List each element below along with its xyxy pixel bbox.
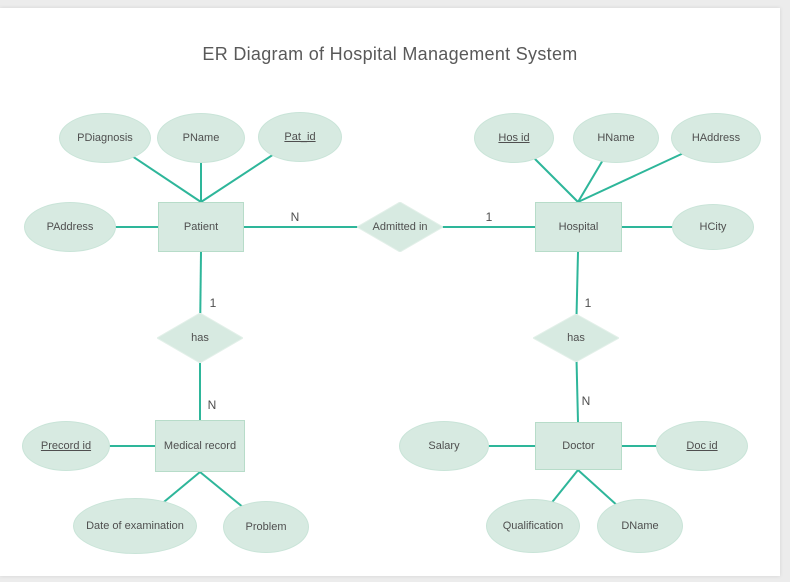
attribute-ellipse-doc-id[interactable]: Doc id <box>656 421 748 471</box>
attribute-label: PDiagnosis <box>77 131 133 144</box>
attribute-label: PName <box>182 131 220 144</box>
entity-rect-hospital[interactable]: Hospital <box>535 202 622 252</box>
attribute-ellipse-hname[interactable]: HName <box>573 113 659 163</box>
relationship-label: has <box>567 331 585 344</box>
attribute-ellipse-pname[interactable]: PName <box>157 113 245 163</box>
connector-layer <box>66 136 717 527</box>
attribute-label: HName <box>597 131 635 144</box>
attribute-label: Hos id <box>498 131 530 144</box>
attribute-ellipse-pdiagnosis[interactable]: PDiagnosis <box>59 113 151 163</box>
diamond-shape <box>357 202 443 252</box>
attribute-label: Precord id <box>40 439 92 452</box>
attribute-ellipse-dname[interactable]: DName <box>597 499 683 553</box>
diamond-shape <box>157 313 243 363</box>
attribute-ellipse-hos-id[interactable]: Hos id <box>474 113 554 163</box>
relationship-label: Admitted in <box>372 220 428 233</box>
attribute-label: Salary <box>428 439 460 452</box>
cardinality-label-admitted-hospital-1: 1 <box>485 210 493 224</box>
entity-rect-doctor[interactable]: Doctor <box>535 422 622 470</box>
attribute-ellipse-precord-id[interactable]: Precord id <box>22 421 110 471</box>
diamond-shape <box>533 314 619 362</box>
attribute-label: Date of examination <box>86 519 184 532</box>
attribute-ellipse-date-of-examination[interactable]: Date of examination <box>73 498 197 554</box>
attribute-label: Doc id <box>686 439 718 452</box>
attribute-ellipse-pat-id[interactable]: Pat_id <box>258 112 342 162</box>
entity-rect-medical-record[interactable]: Medical record <box>155 420 245 472</box>
relationship-diamond-admitted-in[interactable]: Admitted in <box>357 202 443 252</box>
relationship-diamond-has-right[interactable]: has <box>533 314 619 362</box>
entity-label: Medical record <box>163 439 237 452</box>
attribute-label: DName <box>621 519 659 532</box>
attribute-label: Problem <box>245 520 287 533</box>
attribute-label: HAddress <box>691 131 741 144</box>
attribute-ellipse-hcity[interactable]: HCity <box>672 204 754 250</box>
cardinality-label-patient-has-1: 1 <box>209 296 217 310</box>
attribute-ellipse-paddress[interactable]: PAddress <box>24 202 116 252</box>
attribute-label: Pat_id <box>284 130 316 143</box>
entity-rect-patient[interactable]: Patient <box>158 202 244 252</box>
relationship-diamond-has-left[interactable]: has <box>157 313 243 363</box>
attribute-label: HCity <box>699 220 727 233</box>
attribute-ellipse-qualification[interactable]: Qualification <box>486 499 580 553</box>
entity-label: Hospital <box>558 220 599 233</box>
cardinality-label-has-doctor-n: N <box>581 394 591 408</box>
cardinality-label-patient-admitted-n: N <box>290 210 300 224</box>
entity-label: Patient <box>183 220 219 233</box>
cardinality-label-hospital-has-1: 1 <box>584 296 592 310</box>
attribute-ellipse-problem[interactable]: Problem <box>223 501 309 553</box>
cardinality-label-has-medicalrecord-n: N <box>207 398 217 412</box>
attribute-label: Qualification <box>502 519 564 532</box>
attribute-label: PAddress <box>46 220 94 233</box>
attribute-ellipse-salary[interactable]: Salary <box>399 421 489 471</box>
relationship-label: has <box>191 331 209 344</box>
diagram-canvas: ER Diagram of Hospital Management System… <box>0 8 780 576</box>
attribute-ellipse-haddress[interactable]: HAddress <box>671 113 761 163</box>
diagram-title: ER Diagram of Hospital Management System <box>202 44 578 64</box>
entity-label: Doctor <box>562 439 595 452</box>
